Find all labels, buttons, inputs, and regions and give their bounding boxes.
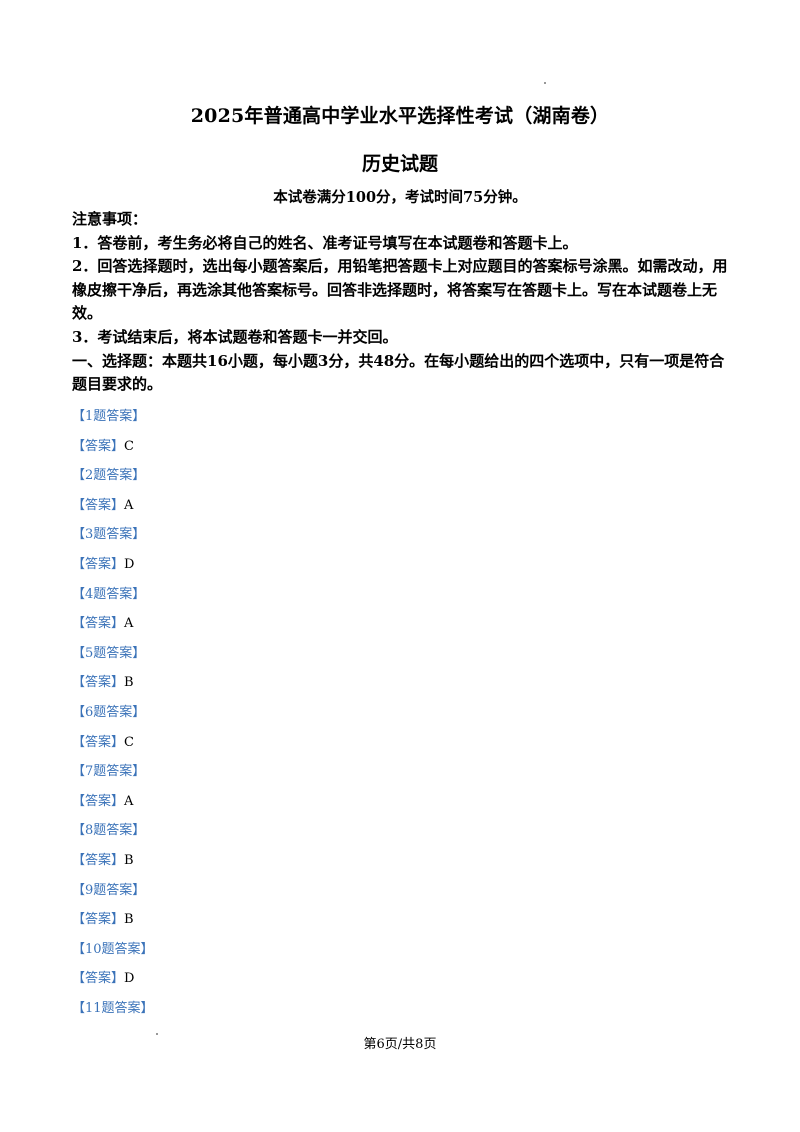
answer-header: 【2题答案】 <box>72 465 372 495</box>
answer-header: 【3题答案】 <box>72 524 372 554</box>
answer-value: C <box>124 438 134 454</box>
answer-value: A <box>124 793 134 809</box>
answer-line: 【答案】D <box>72 554 372 584</box>
answer-line: 【答案】D <box>72 968 372 998</box>
answer-list: 【1题答案】 【答案】C 【2题答案】 【答案】A 【3题答案】 【答案】D 【… <box>72 406 372 1027</box>
instructions-heading: 注意事项： <box>72 210 148 228</box>
answer-label: 【答案】 <box>72 793 125 809</box>
answer-value: D <box>124 971 135 987</box>
answer-header: 【7题答案】 <box>72 761 372 791</box>
section-heading: 一、选择题：本题共16小题，每小题3分，共48分。在每小题给出的四个选项中，只有… <box>72 351 725 394</box>
answer-value: B <box>124 675 134 691</box>
instructions: 注意事项： 1．答卷前，考生务必将自己的姓名、准考证号填写在本试题卷和答题卡上。… <box>72 208 732 397</box>
answer-line: 【答案】B <box>72 909 372 939</box>
answer-header-text: 【10题答案】 <box>72 941 154 957</box>
answer-line: 【答案】B <box>72 672 372 702</box>
page-number: 第6页/共8页 <box>363 1037 437 1052</box>
answer-value: A <box>124 616 134 632</box>
exam-note: 本试卷满分100分，考试时间75分钟。 <box>273 189 527 206</box>
answer-header-text: 【4题答案】 <box>72 586 146 602</box>
answer-label: 【答案】 <box>72 497 125 513</box>
subject-title: 历史试题 <box>361 153 438 175</box>
answer-label: 【答案】 <box>72 675 125 691</box>
instruction-item: 3．考试结束后，将本试题卷和答题卡一并交回。 <box>72 327 398 346</box>
answer-header-text: 【5题答案】 <box>72 645 146 661</box>
answer-header: 【6题答案】 <box>72 702 372 732</box>
answer-label: 【答案】 <box>72 556 125 572</box>
answer-header-text: 【8题答案】 <box>72 823 146 839</box>
scan-speck <box>544 82 546 84</box>
answer-value: B <box>124 912 134 928</box>
answer-header: 【5题答案】 <box>72 643 372 673</box>
answer-header: 【11题答案】 <box>72 998 372 1028</box>
answer-label: 【答案】 <box>72 616 125 632</box>
answer-header: 【9题答案】 <box>72 880 372 910</box>
answer-header-text: 【2题答案】 <box>72 468 146 484</box>
answer-header-text: 【9题答案】 <box>72 882 146 898</box>
answer-value: A <box>124 497 134 513</box>
answer-header-text: 【3题答案】 <box>72 527 146 543</box>
instruction-item: 2．回答选择题时，选出每小题答案后，用铅笔把答题卡上对应题目的答案标号涂黑。如需… <box>72 257 728 323</box>
answer-line: 【答案】A <box>72 495 372 525</box>
answer-label: 【答案】 <box>72 912 125 928</box>
answer-header-text: 【1题答案】 <box>72 409 146 424</box>
answer-label: 【答案】 <box>72 438 125 454</box>
answer-header: 【1题答案】 <box>72 406 372 436</box>
answer-label: 【答案】 <box>72 971 125 987</box>
answer-header: 【4题答案】 <box>72 584 372 614</box>
answer-line: 【答案】C <box>72 436 372 466</box>
answer-line: 【答案】B <box>72 850 372 880</box>
answer-header: 【10题答案】 <box>72 939 372 969</box>
scan-speck <box>156 1033 158 1035</box>
answer-value: B <box>124 852 134 868</box>
answer-value: C <box>124 734 134 750</box>
answer-header-text: 【11题答案】 <box>72 1000 154 1016</box>
answer-value: D <box>124 556 135 572</box>
answer-line: 【答案】C <box>72 732 372 762</box>
answer-line: 【答案】A <box>72 613 372 643</box>
answer-label: 【答案】 <box>72 734 125 750</box>
instruction-item: 1．答卷前，考生务必将自己的姓名、准考证号填写在本试题卷和答题卡上。 <box>72 233 578 252</box>
answer-header: 【8题答案】 <box>72 820 372 850</box>
answer-label: 【答案】 <box>72 852 125 868</box>
answer-line: 【答案】A <box>72 791 372 821</box>
answer-header-text: 【7题答案】 <box>72 764 146 780</box>
answer-header-text: 【6题答案】 <box>72 704 146 720</box>
exam-title: 2025年普通高中学业水平选择性考试（湖南卷） <box>190 105 610 127</box>
